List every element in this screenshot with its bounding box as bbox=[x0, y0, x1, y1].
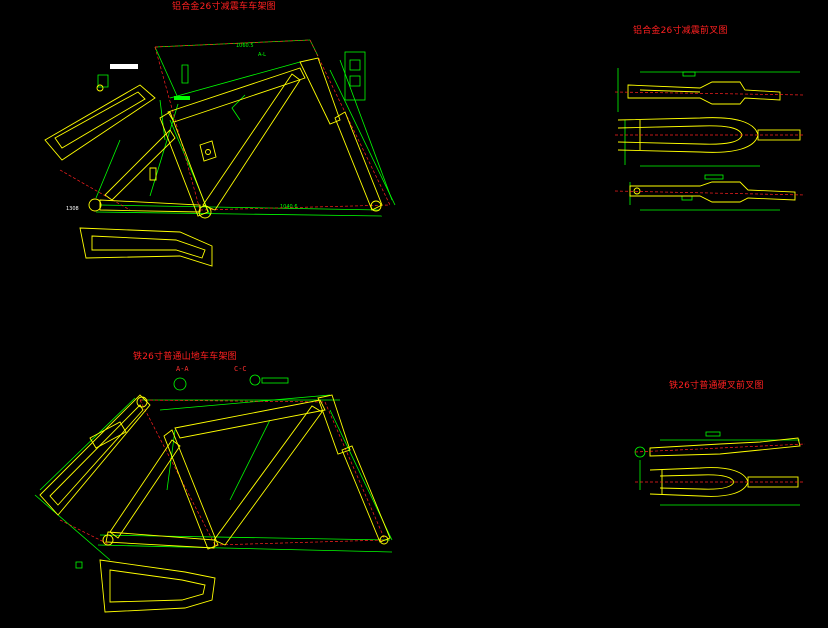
steel-frame-title: 铁26寸普通山地车车架图 bbox=[133, 350, 237, 362]
section-c-label: C-C bbox=[234, 365, 247, 373]
alloy-fork-title: 铝合金26寸减震前叉图 bbox=[633, 24, 728, 36]
svg-text:1040.6: 1040.6 bbox=[280, 204, 298, 210]
alloy-frame-title: 铝合金26寸减震车车架图 bbox=[172, 0, 276, 12]
section-a-label: A-A bbox=[176, 365, 189, 373]
alloy-frame-drawing: 1060.5 A-L 1040.6 1308 bbox=[44, 39, 396, 267]
steel-fork-title: 铁26寸普通硬叉前叉图 bbox=[669, 379, 764, 391]
steel-frame-drawing bbox=[34, 374, 393, 613]
steel-fork-drawing bbox=[634, 431, 806, 506]
svg-text:1060.5: 1060.5 bbox=[236, 43, 254, 49]
svg-text:A-L: A-L bbox=[258, 52, 266, 58]
alloy-fork-drawing bbox=[614, 68, 806, 211]
svg-text:1308: 1308 bbox=[66, 206, 79, 212]
